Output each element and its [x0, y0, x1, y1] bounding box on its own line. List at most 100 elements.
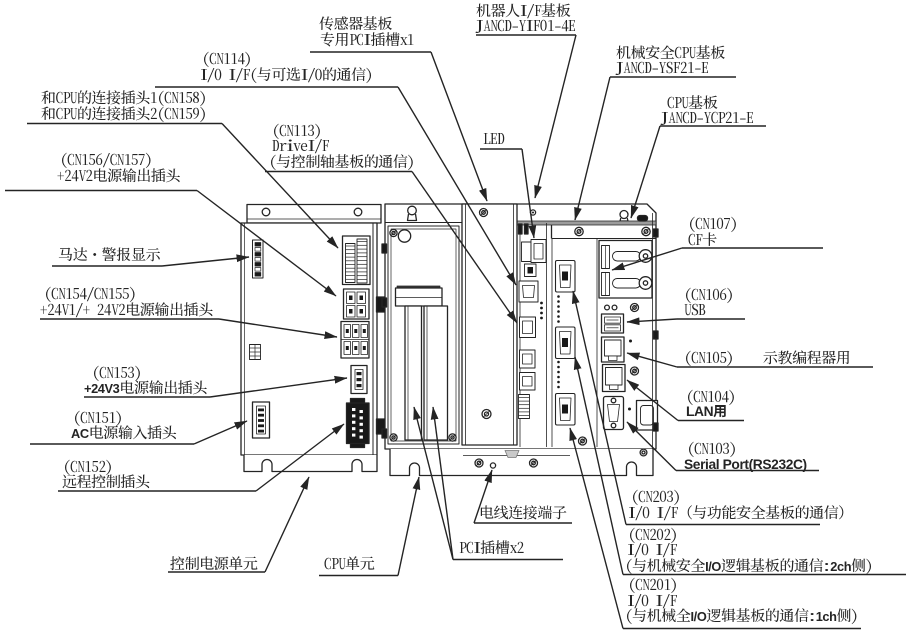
label-line: 和CPU的连接插头2(CN159) — [41, 102, 207, 124]
label-line: (CN105) 示教编程器用 — [684, 347, 851, 369]
label-cpu-connector: 和CPU的连接插头1(CN158) 和CPU的连接插头2(CN159) — [41, 90, 207, 121]
label-line: LED — [483, 128, 505, 150]
label-cn103: (CN103) Serial Port(RS232C) — [684, 438, 807, 472]
label-line: (CN152) — [63, 455, 113, 477]
label-line: 机器人I/F基板 — [476, 0, 571, 21]
leader-cn106 — [626, 317, 745, 326]
label-cn152: (CN152) 远程控制插头 — [62, 455, 150, 493]
label-sensor-pci-slot: 传感器基板 专用PCI插槽x1 — [319, 16, 414, 47]
leader-cpu-connector — [27, 122, 339, 249]
label-cpu-board: CPU基板 JANCD-YCP21-E — [661, 91, 754, 126]
leader-cn151 — [30, 420, 248, 445]
label-led: LED — [483, 128, 505, 150]
label-line: I/O I/F — [627, 589, 677, 611]
connector-cn158-cn159 — [341, 235, 371, 286]
label-line: 电线连接端子 — [479, 502, 567, 524]
label-line: (CN104) — [686, 385, 736, 407]
fuse-block — [249, 344, 261, 360]
label-line: 远程控制插头 — [62, 471, 150, 493]
safety-cpu-board-connectors — [551, 238, 598, 447]
label-line: PCI插槽x2 — [459, 537, 524, 559]
label-wire-terminal: 电线连接端子 — [479, 505, 567, 521]
label-line: +24V2电源输出插头 — [57, 164, 181, 186]
motor-alarm-display-leds — [252, 239, 264, 279]
leader-cn152 — [58, 423, 345, 492]
leader-robot-if-board — [476, 34, 577, 199]
sensor-pci-slot-panel — [461, 203, 518, 446]
label-robot-if-board: 机器人I/F基板 JANCD-YIF01-4E — [476, 0, 576, 37]
leader-cn202 — [573, 356, 906, 576]
label-line: JANCD-YSF21-E — [616, 57, 709, 79]
leader-lines — [5, 34, 906, 630]
connector-cn154-cn155 — [340, 320, 370, 359]
label-cn153: (CN153) +24V3电源输出插头 — [84, 361, 207, 397]
hardware-drawing — [240, 203, 659, 477]
leader-motor-alarm — [52, 254, 250, 267]
label-cn201: (CN201) I/O I/F (与机械全I/O逻辑基板的通信:1ch侧) — [625, 574, 859, 627]
label-line: 控制电源单元 — [170, 553, 258, 575]
leader-led — [480, 148, 537, 239]
label-line: (CN107) — [688, 213, 738, 235]
cpu-board-ports — [577, 213, 659, 449]
label-cn203: (CN203) I/O I/F（与功能安全基板的通信） — [628, 486, 853, 523]
leader-sensor-pci-slot — [310, 51, 488, 202]
label-line: AC电源输入插头 — [71, 422, 177, 444]
label-pci-slots: PCI插槽x2 — [459, 540, 524, 556]
leader-cn203 — [571, 290, 820, 526]
label-line: (CN114) — [202, 48, 252, 70]
cpu-unit-drawing — [381, 203, 659, 477]
leader-cn201 — [569, 427, 861, 630]
pci-slots-x2 — [394, 285, 449, 441]
leader-cn103 — [626, 421, 819, 472]
label-cn156-cn157: (CN156/CN157) +24V2电源输出插头 — [57, 152, 181, 186]
label-line: (CN202) — [628, 523, 678, 545]
label-line: (CN153) — [92, 361, 142, 383]
label-line: JANCD-YCP21-E — [661, 107, 754, 129]
label-line: LAN用 — [686, 404, 727, 420]
label-cpu-unit: CPU单元 — [324, 556, 375, 572]
leader-cn113 — [265, 170, 518, 324]
label-line: (CN151) — [73, 406, 123, 428]
label-line: JANCD-YIF01-4E — [476, 15, 576, 37]
leader-safety-cpu-board — [574, 76, 736, 221]
label-line: (与机械全I/O逻辑基板的通信:1ch侧) — [625, 605, 859, 627]
label-line: 马达・警报显示 — [58, 244, 161, 266]
label-line: (与机械安全I/O逻辑基板的通信:2ch侧) — [625, 554, 873, 576]
leader-cpu-board — [630, 125, 766, 219]
hinge-blocks — [375, 296, 387, 435]
label-line: USB — [684, 299, 706, 321]
label-line: I/O I/F — [627, 539, 677, 561]
connector-cn152 — [345, 397, 370, 449]
label-cn107: (CN107) CF卡 — [688, 216, 738, 247]
label-line: +24V1/+ 24V2电源输出插头 — [40, 298, 213, 320]
leader-cn105 — [626, 352, 873, 368]
label-safety-cpu-board: 机械安全CPU基板 JANCD-YSF21-E — [616, 45, 725, 76]
label-cn106: (CN106) USB — [684, 287, 734, 318]
label-cn154-cn155: (CN154/CN155) +24V1/+ 24V2电源输出插头 — [40, 283, 213, 317]
label-cn114: (CN114) I/O I/F(与可选I/O的通信) — [200, 48, 373, 85]
label-line: (CN113) — [272, 119, 322, 141]
label-line: I/O I/F（与功能安全基板的通信） — [628, 501, 853, 523]
label-line: CPU基板 — [667, 91, 718, 113]
label-line: DriveI/F — [272, 135, 329, 157]
label-line: Serial Port(RS232C) — [684, 456, 807, 472]
label-line: 传感器基板 — [319, 13, 393, 35]
label-line: (CN203) — [631, 486, 681, 508]
robot-if-board-connectors — [517, 223, 547, 447]
cpu-unit-bottom-flange — [389, 448, 654, 477]
label-line: I/O I/F(与可选I/O的通信) — [200, 63, 373, 85]
label-line: CF卡 — [688, 228, 717, 250]
leader-cpu-unit — [319, 476, 421, 577]
label-line: +24V3电源输出插头 — [84, 377, 207, 399]
label-line: (CN154/CN155) — [44, 283, 137, 305]
label-line: 和CPU的连接插头1(CN158) — [41, 87, 207, 109]
control-power-unit-drawing — [240, 203, 387, 473]
label-line: (CN103) — [687, 438, 737, 460]
label-line: (CN201) — [628, 574, 678, 596]
label-line: (与控制轴基板的通信) — [269, 150, 415, 172]
leader-pci-slots — [413, 406, 563, 561]
leader-cn154-cn155 — [40, 318, 338, 339]
label-line: CPU单元 — [324, 553, 375, 575]
